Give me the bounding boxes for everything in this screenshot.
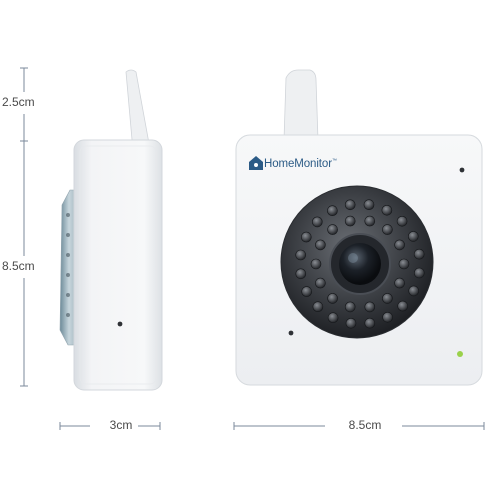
ir-led [315, 239, 326, 251]
ir-led [382, 311, 393, 323]
brand-name: HomeMonitor™ [264, 158, 337, 170]
side-width-dimension-line [59, 422, 161, 430]
ir-led [396, 216, 408, 227]
ir-led [344, 199, 356, 211]
ir-led [382, 293, 393, 304]
side-depth-label: 3cm [109, 418, 133, 432]
ir-led [315, 277, 326, 289]
antenna-height-label: 2.5cm [2, 95, 35, 109]
front-width-label: 8.5cm [348, 418, 382, 432]
ir-led [311, 216, 323, 228]
ir-led [398, 258, 410, 270]
ir-led [295, 268, 307, 280]
ir-led [327, 312, 339, 324]
ir-led [295, 249, 307, 261]
ir-led [394, 277, 405, 289]
ir-led [364, 215, 376, 227]
ir-led [381, 205, 393, 216]
ir-led [413, 267, 425, 279]
ir-led [344, 215, 356, 227]
side-button-dot [117, 321, 123, 327]
height-dimension-line [20, 67, 28, 387]
ir-led [397, 300, 409, 312]
ir-led [344, 301, 356, 313]
front-width-dimension-line [233, 422, 485, 430]
ir-led [382, 224, 393, 235]
ir-led [408, 285, 420, 297]
ir-led [413, 248, 425, 260]
ir-led [327, 293, 338, 304]
ir-led [364, 301, 376, 313]
ir-led [364, 317, 376, 329]
ir-led [301, 286, 313, 297]
ir-led [310, 258, 322, 270]
ir-led [407, 231, 419, 242]
ir-led [327, 224, 338, 235]
body-height-label: 8.5cm [2, 259, 35, 273]
homemonitor-logo-icon [249, 156, 263, 170]
ir-led [345, 317, 357, 329]
camera-front-view [235, 69, 483, 386]
camera-side-view [59, 69, 163, 391]
ir-led [300, 231, 312, 243]
ir-led [312, 301, 324, 313]
ir-led [327, 205, 338, 216]
microphone-dot [288, 330, 294, 336]
ir-led-ring [295, 199, 425, 329]
ir-led [363, 199, 375, 210]
ir-led [394, 239, 405, 251]
light-sensor-dot [459, 167, 465, 173]
status-led [457, 351, 463, 357]
